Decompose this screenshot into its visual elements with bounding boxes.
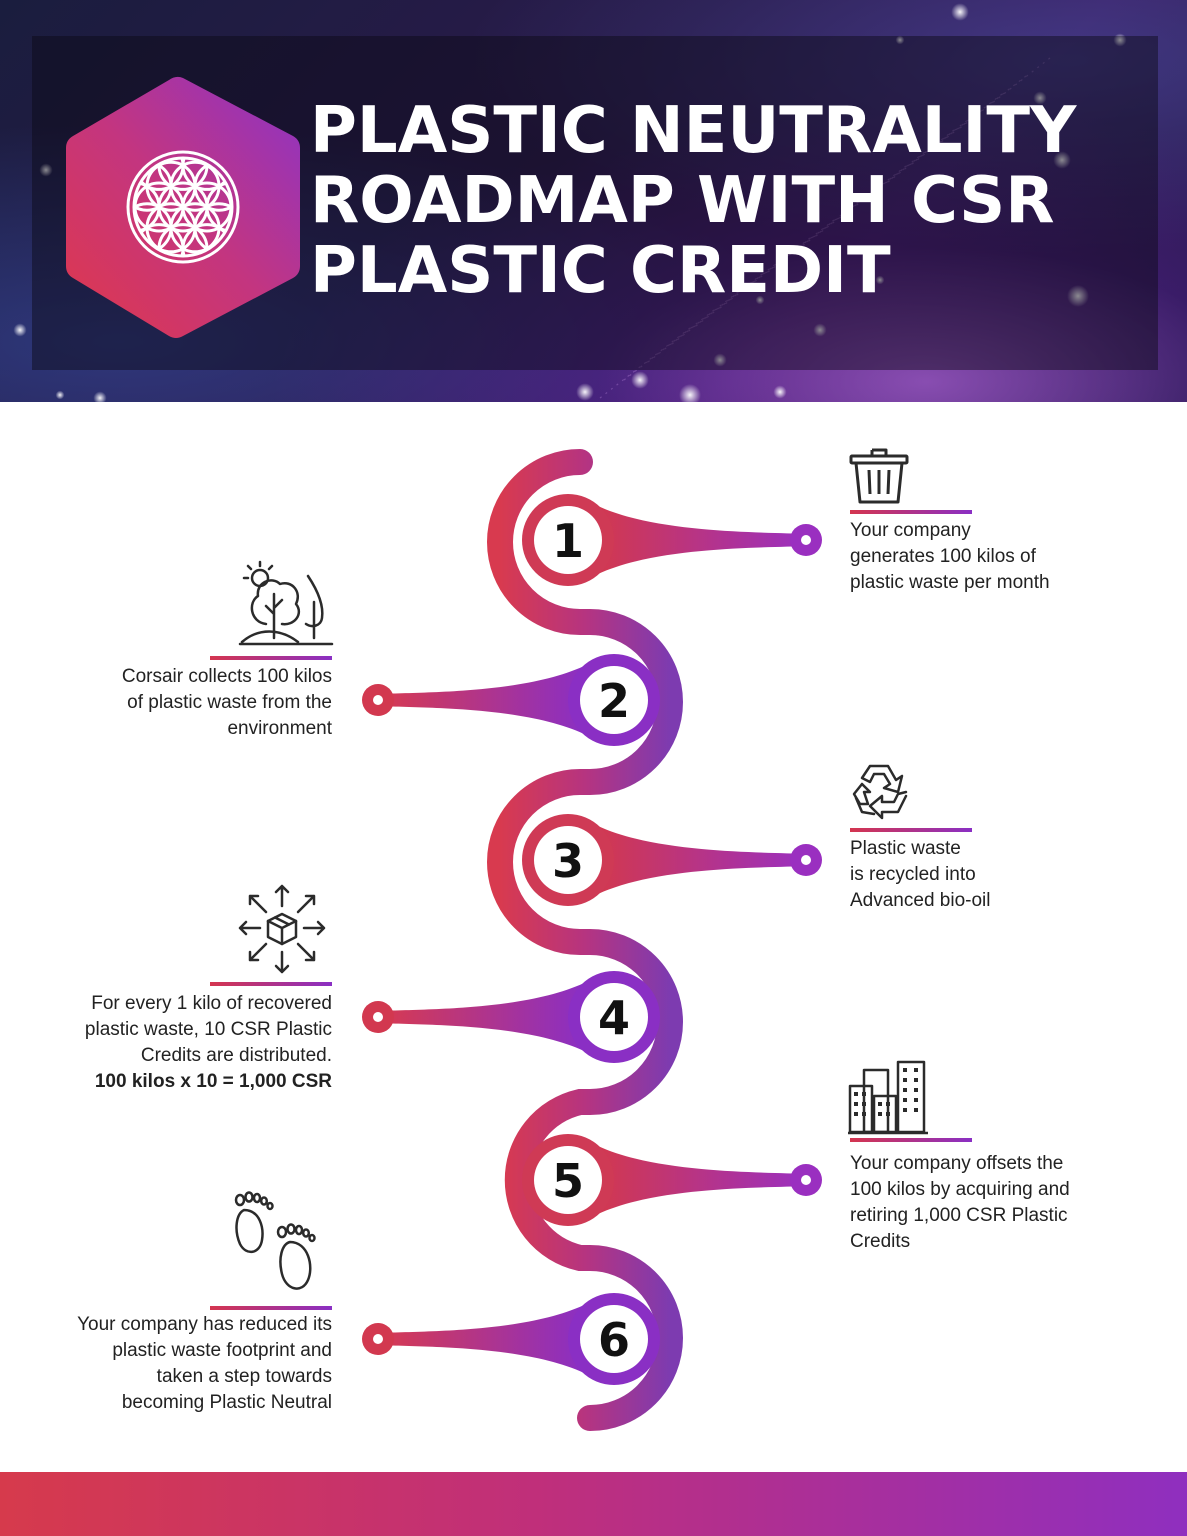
flower-of-life-icon: [66, 76, 300, 338]
page-title: PLASTIC NEUTRALITY ROADMAP WITH CSR PLAS…: [310, 96, 1170, 306]
title-line-2: ROADMAP WITH CSR: [310, 164, 1055, 238]
pin-end-dot-center: [373, 1334, 383, 1344]
step-3-line: Plastic waste: [850, 838, 961, 859]
pin-center: [534, 506, 602, 574]
step-4-underline: [210, 982, 332, 986]
step-2-underline: [210, 656, 332, 660]
step-pin-4: 4: [362, 971, 660, 1063]
step-pin-1: 1: [522, 494, 822, 586]
box-distribute-icon: [238, 884, 326, 974]
step-4-line: Credits are distributed.: [140, 1045, 332, 1066]
pin-center: [580, 666, 648, 734]
step-6-line: Your company has reduced its: [77, 1314, 332, 1335]
pin-center: [534, 1146, 602, 1214]
snake-road: [487, 449, 683, 1431]
step-5-line: retiring 1,000 CSR Plastic: [850, 1205, 1068, 1226]
step-2-line: of plastic waste from the: [127, 692, 332, 713]
step-5-line: Your company offsets the: [850, 1153, 1064, 1174]
header-banner: PLASTIC NEUTRALITY ROADMAP WITH CSR PLAS…: [0, 0, 1187, 402]
step-6-line: plastic waste footprint and: [112, 1340, 332, 1361]
step-number-5: 5: [552, 1154, 584, 1208]
step-number-1: 1: [552, 514, 584, 568]
header-background: [13, 3, 1127, 402]
step-number-3: 3: [552, 834, 584, 888]
step-1-line: Your company: [850, 520, 971, 541]
title-line-3: PLASTIC CREDIT: [310, 234, 891, 308]
title-line-1: PLASTIC NEUTRALITY: [310, 94, 1077, 168]
step-4-description: For every 1 kilo of recovered plastic wa…: [30, 991, 332, 1095]
step-5-line: Credits: [850, 1231, 911, 1252]
footprints-icon: [234, 1191, 316, 1290]
step-1-line: generates 100 kilos of: [850, 546, 1036, 567]
step-4-formula: 100 kilos x 10 = 1,000 CSR: [94, 1071, 332, 1092]
pin-tail: [378, 983, 584, 1051]
step-5-underline: [850, 1138, 972, 1142]
step-number-2: 2: [598, 674, 630, 728]
pin-center: [580, 983, 648, 1051]
pin-end-dot-center: [373, 1012, 383, 1022]
step-1-line: plastic waste per month: [850, 572, 1050, 593]
step-6-description: Your company has reduced its plastic was…: [20, 1312, 332, 1416]
pin-tail: [598, 1146, 806, 1214]
footer-gradient-bar: [0, 1472, 1187, 1536]
step-pin-6: 6: [362, 1293, 660, 1385]
step-6-line: becoming Plastic Neutral: [121, 1392, 332, 1413]
step-pin-2: 2: [362, 654, 660, 746]
step-3-line: is recycled into: [850, 864, 976, 885]
pin-tail: [378, 666, 584, 734]
pin-end-dot-center: [801, 1175, 811, 1185]
pin-center: [580, 1305, 648, 1373]
step-3-description: Plastic waste is recycled into Advanced …: [850, 836, 990, 914]
light-particles: [13, 3, 1127, 402]
pin-end-dot-center: [801, 535, 811, 545]
step-number-6: 6: [598, 1313, 630, 1367]
pin-end-dot-center: [801, 855, 811, 865]
pin-tail: [598, 506, 806, 574]
step-2-description: Corsair collects 100 kilos of plastic wa…: [60, 664, 332, 742]
step-pin-3: 3: [522, 814, 822, 906]
step-1-underline: [850, 510, 972, 514]
step-6-underline: [210, 1306, 332, 1310]
step-4-line: For every 1 kilo of recovered: [91, 993, 332, 1014]
trees-icon: [238, 560, 334, 646]
step-3-underline: [850, 828, 972, 832]
buildings-icon: [848, 1060, 928, 1135]
step-5-description: Your company offsets the 100 kilos by ac…: [850, 1151, 1070, 1255]
step-4-line: plastic waste, 10 CSR Plastic: [84, 1019, 332, 1040]
pin-center: [534, 826, 602, 894]
step-6-line: taken a step towards: [156, 1366, 332, 1387]
step-1-description: Your company generates 100 kilos of plas…: [850, 518, 1050, 596]
step-5-line: 100 kilos by acquiring and: [850, 1179, 1070, 1200]
step-2-line: Corsair collects 100 kilos: [121, 666, 332, 687]
roadmap-path: 1 2 3 4 5 6: [362, 449, 822, 1431]
trash-bin-icon: [849, 448, 909, 504]
step-pin-5: 5: [522, 1134, 822, 1226]
recycle-icon: [852, 764, 908, 820]
step-3-line: Advanced bio-oil: [850, 890, 991, 911]
pin-end-dot-center: [373, 695, 383, 705]
pin-tail: [598, 826, 806, 894]
step-number-4: 4: [598, 991, 630, 1045]
pin-tail: [378, 1305, 584, 1373]
step-2-line: environment: [227, 718, 332, 739]
